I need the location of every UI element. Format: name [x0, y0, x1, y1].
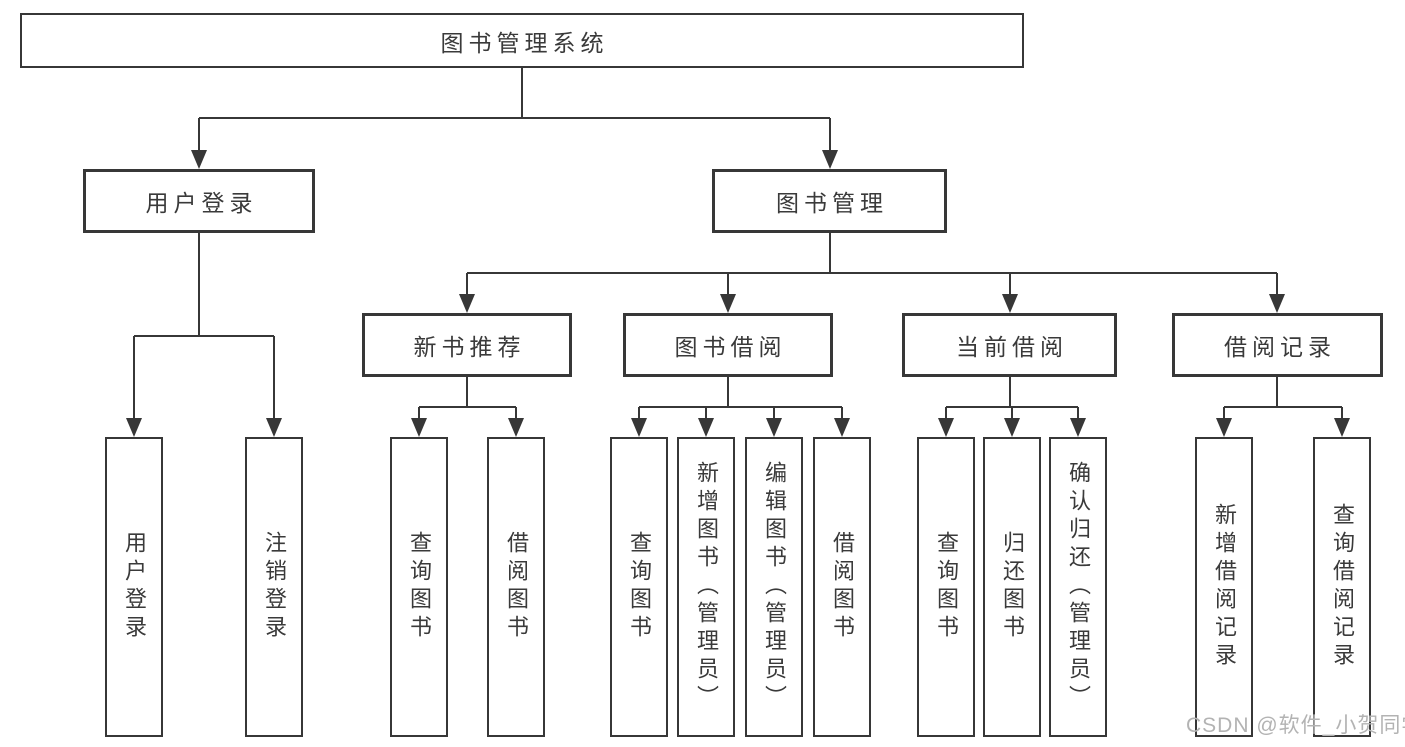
leaf-borrow-books-borrowing: 借阅图书 [813, 437, 871, 737]
node-label: 确认归还（管理员） [1066, 461, 1091, 713]
node-book-management: 图书管理 [712, 169, 947, 233]
branch-root-to-level2 [191, 68, 838, 169]
node-label: 编辑图书（管理员） [762, 461, 787, 713]
node-label: 新书推荐 [413, 334, 526, 360]
leaf-query-books-newbooks: 查询图书 [390, 437, 448, 737]
node-borrowing-records: 借阅记录 [1172, 313, 1383, 377]
node-label: 图书管理系统 [440, 29, 609, 56]
leaf-query-books-borrowing: 查询图书 [610, 437, 668, 737]
branch-current-to-leaves [938, 377, 1086, 437]
node-label: 图书管理 [776, 190, 888, 216]
node-label: 借阅图书 [830, 531, 855, 643]
node-book-management-system: 图书管理系统 [20, 13, 1024, 68]
branch-newbooks-to-leaves [411, 377, 524, 437]
node-label: 查询图书 [407, 531, 432, 643]
node-label: 当前借阅 [956, 334, 1068, 360]
branch-bookmgmt-to-level3 [459, 233, 1285, 313]
csdn-watermark: CSDN @软件_小贺同学 [1186, 714, 1405, 737]
branch-userlogin-to-leaves [126, 233, 282, 437]
node-book-borrowing: 图书借阅 [623, 313, 833, 377]
node-new-book-recommend: 新书推荐 [362, 313, 572, 377]
leaf-return-books: 归还图书 [983, 437, 1041, 737]
node-label: 新增借阅记录 [1212, 503, 1237, 671]
node-label: 借阅图书 [504, 531, 529, 643]
leaf-add-books-admin: 新增图书（管理员） [677, 437, 735, 737]
node-label: 图书借阅 [674, 334, 787, 360]
node-label: 借阅记录 [1224, 334, 1336, 360]
node-current-borrowing: 当前借阅 [902, 313, 1117, 377]
leaf-edit-books-admin: 编辑图书（管理员） [745, 437, 803, 737]
leaf-confirm-return-admin: 确认归还（管理员） [1049, 437, 1107, 737]
node-label: 归还图书 [1000, 531, 1025, 643]
branch-borrowing-to-leaves [631, 377, 850, 437]
node-label: 查询图书 [627, 531, 652, 643]
node-label: 查询借阅记录 [1330, 503, 1355, 671]
branch-records-to-leaves [1216, 377, 1350, 437]
leaf-query-borrow-record: 查询借阅记录 [1313, 437, 1371, 737]
leaf-query-books-current: 查询图书 [917, 437, 975, 737]
leaf-user-login: 用户登录 [105, 437, 163, 737]
leaf-logout: 注销登录 [245, 437, 303, 737]
node-user-login: 用户登录 [83, 169, 315, 233]
node-label: 查询图书 [934, 531, 959, 643]
node-label: 新增图书（管理员） [694, 461, 719, 713]
node-label: 用户登录 [122, 531, 147, 643]
leaf-borrow-books-newbooks: 借阅图书 [487, 437, 545, 737]
node-label: 注销登录 [262, 531, 287, 643]
node-label: 用户登录 [145, 190, 258, 216]
leaf-add-borrow-record: 新增借阅记录 [1195, 437, 1253, 737]
